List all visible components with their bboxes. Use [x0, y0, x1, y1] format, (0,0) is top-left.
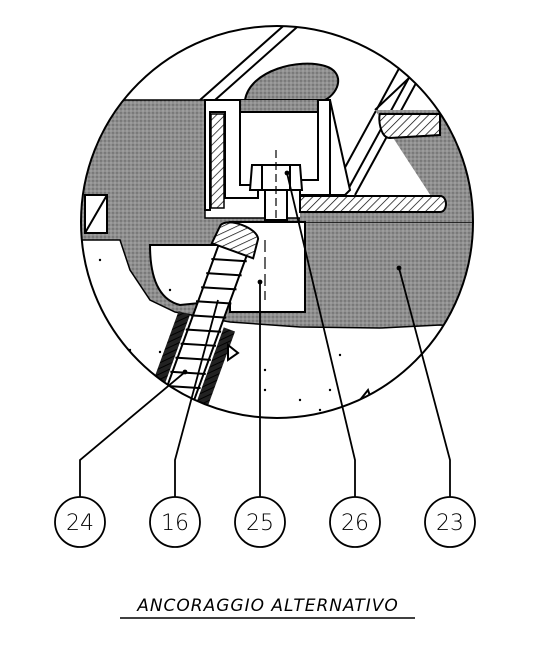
detail-view	[81, 26, 473, 418]
svg-text:26: 26	[341, 511, 369, 536]
anchor-plate	[148, 221, 306, 313]
callout-26: 26	[329, 496, 381, 548]
drawing-caption: ANCORAGGIO ALTERNATIVO	[136, 596, 399, 616]
svg-text:25: 25	[246, 511, 274, 536]
callout-23: 23	[424, 496, 476, 548]
callout-25: 25	[234, 496, 286, 548]
leader-lines	[79, 172, 451, 497]
svg-text:24: 24	[66, 511, 94, 536]
detail-circle	[80, 25, 474, 419]
svg-text:16: 16	[161, 511, 189, 536]
callout-16: 16	[149, 496, 201, 548]
channel-profile	[204, 99, 447, 213]
upper-right-slab	[300, 110, 473, 222]
callout-24: 24	[54, 496, 106, 548]
left-bracket	[84, 194, 108, 234]
svg-text:23: 23	[436, 511, 464, 536]
rail-head	[243, 62, 340, 101]
